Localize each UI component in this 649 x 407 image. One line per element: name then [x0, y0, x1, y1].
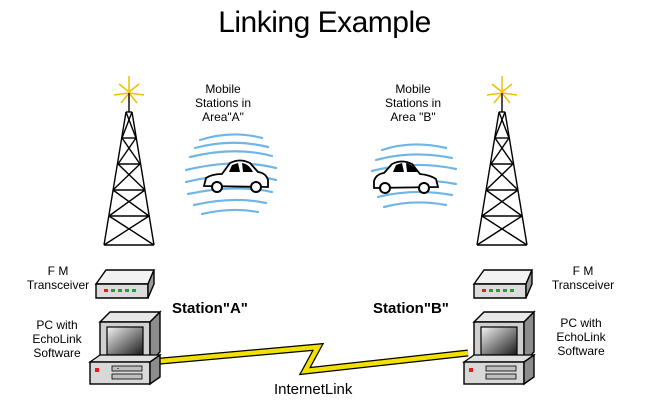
pc-a-line1: PC with	[36, 318, 78, 332]
internet-link-bolt	[149, 342, 469, 376]
pc-b-label: PC with EchoLink Software	[548, 316, 614, 358]
tower-a	[103, 76, 155, 246]
transceiver-a-label: F M Transceiver	[20, 264, 96, 292]
transceiver-b-label: F M Transceiver	[546, 264, 620, 292]
internet-link-label: InternetLink	[274, 381, 353, 398]
mobile-stations-a-label: Mobile Stations in Area"A"	[178, 82, 268, 124]
tower-b	[476, 76, 528, 246]
mobile-stations-b-label: Mobile Stations in Area "B"	[368, 82, 458, 124]
station-b-label: Station"B"	[373, 300, 449, 317]
diagram-title: Linking Example	[218, 6, 431, 39]
pc-a-line3: Software	[33, 346, 81, 360]
transceiver-b-line1: F M	[572, 264, 594, 278]
transceiver-b-line2: Transceiver	[551, 278, 615, 292]
mobile-a-line2: Stations in	[194, 96, 252, 110]
mobile-car-a	[184, 133, 278, 216]
pc-b-line1: PC with	[560, 316, 602, 330]
transceiver-a	[94, 269, 156, 299]
mobile-car-b	[370, 143, 458, 209]
transceiver-a-line1: F M	[47, 264, 69, 278]
pc-b-line2: EchoLink	[556, 330, 606, 344]
mobile-b-line2: Stations in	[384, 96, 442, 110]
pc-a	[88, 310, 162, 386]
mobile-b-line1: Mobile	[395, 82, 431, 96]
station-a-label: Station"A"	[172, 300, 248, 317]
pc-a-line2: EchoLink	[32, 332, 82, 346]
pc-a-label: PC with EchoLink Software	[24, 318, 90, 360]
mobile-b-line3: Area "B"	[390, 110, 436, 124]
transceiver-a-line2: Transceiver	[26, 278, 90, 292]
transceiver-b	[472, 269, 534, 299]
mobile-a-line3: Area"A"	[202, 110, 244, 124]
mobile-a-line1: Mobile	[205, 82, 241, 96]
pc-b-line3: Software	[557, 344, 605, 358]
pc-b	[462, 310, 536, 386]
